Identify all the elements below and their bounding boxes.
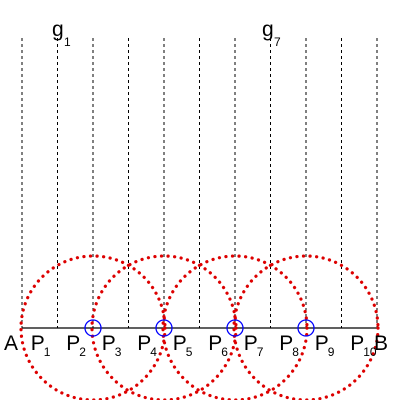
point-label-letter: P xyxy=(31,332,45,355)
point-label-subscript: 7 xyxy=(257,345,264,359)
line-label-subscript: 7 xyxy=(274,35,281,49)
point-label: P10 xyxy=(350,332,377,359)
label-a: A xyxy=(4,332,18,355)
point-label-letter: P xyxy=(173,332,187,355)
line-label-letter: g xyxy=(52,18,64,41)
line-label-subscript: 1 xyxy=(64,35,71,49)
point-label: P5 xyxy=(173,332,193,359)
point-label-subscript: 3 xyxy=(115,345,122,359)
point-label-subscript: 9 xyxy=(328,345,335,359)
point-label-subscript: 10 xyxy=(363,345,377,359)
point-label-letter: P xyxy=(315,332,329,355)
line-label: g1 xyxy=(52,18,71,49)
point-label: P2 xyxy=(66,332,86,359)
vertical-guide-lines xyxy=(21,38,378,328)
point-label-subscript: 6 xyxy=(221,345,228,359)
point-label-letter: P xyxy=(244,332,258,355)
point-label-subscript: 4 xyxy=(150,345,157,359)
point-label: P8 xyxy=(279,332,299,359)
point-label-subscript: 2 xyxy=(79,345,86,359)
point-label: P3 xyxy=(102,332,122,359)
point-label: P7 xyxy=(244,332,264,359)
point-label-letter: P xyxy=(208,332,222,355)
intersection-marker xyxy=(297,319,315,337)
line-label: g7 xyxy=(262,18,281,49)
intersection-markers xyxy=(84,319,315,337)
point-label-subscript: 1 xyxy=(44,345,51,359)
point-label: P9 xyxy=(315,332,335,359)
point-label-letter: P xyxy=(102,332,116,355)
line-label-letter: g xyxy=(262,18,274,41)
point-label-letter: P xyxy=(279,332,293,355)
point-label-letter: P xyxy=(66,332,80,355)
point-label-letter: P xyxy=(137,332,151,355)
point-label: P6 xyxy=(208,332,228,359)
point-label-subscript: 5 xyxy=(186,345,193,359)
label-b: B xyxy=(374,332,388,355)
point-label-letter: P xyxy=(350,332,364,355)
intersection-marker xyxy=(84,319,102,337)
intersection-marker xyxy=(226,319,244,337)
point-label: P4 xyxy=(137,332,157,359)
intersection-marker xyxy=(155,319,173,337)
point-label: P1 xyxy=(31,332,51,359)
point-label-subscript: 8 xyxy=(292,345,299,359)
